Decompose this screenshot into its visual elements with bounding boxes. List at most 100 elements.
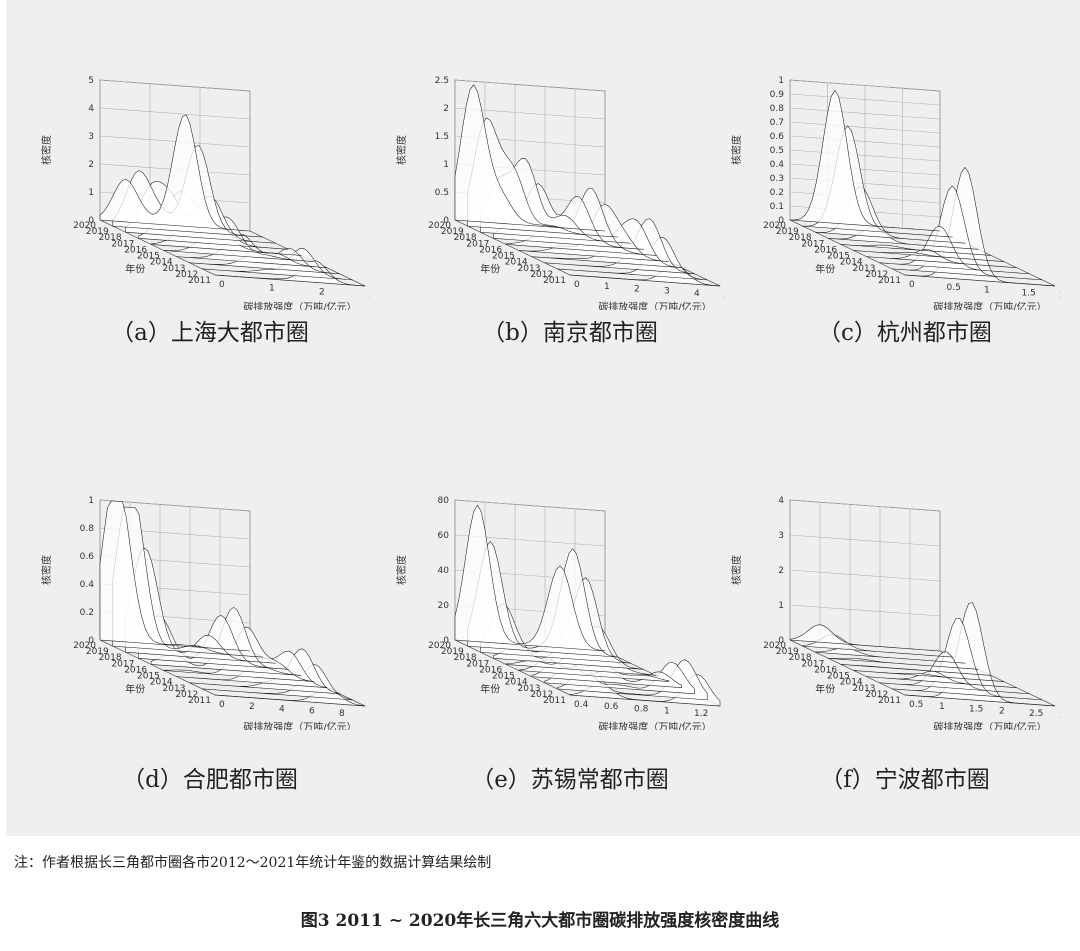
z-tick-label: 0.2	[80, 608, 94, 618]
year-tick-label: 2019	[441, 647, 464, 657]
year-tick-label: 2018	[789, 653, 812, 663]
z-tick-label: 0.4	[80, 580, 95, 590]
year-tick-label: 2018	[454, 233, 477, 243]
density-surface	[99, 114, 366, 287]
z-tick-label: 0.3	[770, 174, 784, 184]
year-tick-label: 2015	[827, 672, 850, 682]
density-curve-2020	[789, 624, 941, 652]
x-tick-label: 0.5	[909, 700, 923, 710]
year-tick-label: 2013	[163, 684, 186, 694]
density-curve-2020	[454, 504, 606, 652]
year-tick-label: 2016	[124, 665, 147, 675]
year-tick-label: 2011	[878, 696, 901, 706]
density-curve-2018	[125, 547, 276, 664]
year-tick-label: 2017	[111, 239, 134, 249]
z-axis-label: 核密度	[730, 135, 743, 165]
z-tick-label: 0.2	[770, 188, 784, 198]
tick-labels: 0123450123202020192018201720162015201420…	[73, 76, 370, 301]
z-tick-label: 3	[778, 531, 784, 541]
year-tick-label: 2020	[428, 641, 451, 651]
year-tick-label: 2019	[86, 227, 109, 237]
z-gridline	[99, 107, 251, 120]
year-tick-label: 2019	[776, 647, 799, 657]
z-tick-label: 0.1	[770, 202, 784, 212]
z-tick-label: 0.9	[770, 90, 785, 100]
year-tick-label: 2012	[530, 690, 553, 700]
x-tick-label: 1	[269, 284, 275, 294]
z-tick-label: 5	[88, 76, 94, 86]
year-tick-label: 2017	[801, 239, 824, 249]
density-curve-2020	[789, 89, 941, 232]
z-tick-label: 0.4	[770, 160, 785, 170]
year-tick-label: 2017	[111, 659, 134, 669]
x-tick-label: 5	[724, 291, 725, 301]
z-gridline	[789, 499, 941, 512]
year-axis-label: 年份	[815, 262, 835, 275]
year-tick-label: 2012	[865, 690, 888, 700]
x-tick-label: 6	[309, 707, 315, 717]
x-tick-label: 1.2	[694, 709, 708, 719]
x-tick-label: 0	[219, 280, 225, 290]
tick-labels: 00.10.20.30.40.50.60.70.80.9100.511.5220…	[763, 76, 1060, 301]
year-tick-label: 2017	[466, 239, 489, 249]
density-surface	[789, 602, 1056, 707]
density-curve-2013	[879, 225, 1030, 275]
year-tick-label: 2017	[466, 659, 489, 669]
year-tick-label: 2013	[853, 684, 876, 694]
density-curve-2017	[828, 657, 979, 670]
density-curve-2016	[840, 244, 992, 256]
axes-box	[789, 499, 1056, 707]
z-axis-label: 核密度	[40, 555, 53, 585]
z-tick-label: 0	[443, 636, 449, 646]
x-tick-label: 8	[339, 709, 345, 719]
density-surface	[454, 84, 721, 287]
z-tick-label: 0	[88, 636, 94, 646]
z-axis-label: 核密度	[40, 135, 53, 165]
z-tick-label: 3	[88, 132, 94, 142]
z-tick-label: 80	[438, 496, 450, 506]
year-tick-label: 2015	[492, 672, 515, 682]
z-tick-label: 40	[438, 566, 450, 576]
x-tick-label: 4	[279, 704, 285, 714]
year-axis-label: 年份	[125, 682, 145, 695]
x-axis-label: 碳排放强度（万吨/亿元）	[598, 301, 711, 311]
x-tick-label: 3	[369, 291, 370, 301]
year-tick-label: 2020	[763, 641, 786, 651]
x-tick-label: 10	[369, 711, 370, 721]
year-tick-label: 2016	[479, 665, 502, 675]
panel-caption-a: （a）上海大都市圈	[111, 320, 309, 346]
year-tick-label: 2012	[865, 270, 888, 280]
tick-labels: 00.511.522.50123452020201920182017201620…	[428, 76, 725, 301]
year-tick-label: 2016	[814, 245, 837, 255]
x-axis-label: 碳排放强度（万吨/亿元）	[933, 721, 1046, 731]
z-tick-label: 0.8	[770, 104, 785, 114]
z-gridline	[789, 534, 941, 547]
x-tick-label: 2	[249, 702, 255, 712]
z-gridline	[789, 604, 941, 617]
year-tick-label: 2012	[530, 270, 553, 280]
z-tick-label: 2	[778, 566, 784, 576]
year-tick-label: 2015	[137, 672, 160, 682]
x-axis-label: 碳排放强度（万吨/亿元）	[243, 721, 356, 731]
z-tick-label: 0.6	[770, 132, 785, 142]
x-tick-label: 0	[574, 280, 580, 290]
z-tick-label: 0.7	[770, 118, 784, 128]
z-gridline	[789, 569, 941, 582]
x-tick-label: 1.5	[969, 704, 983, 714]
z-gridline	[99, 135, 251, 148]
year-tick-label: 2012	[175, 690, 198, 700]
year-tick-label: 2019	[776, 227, 799, 237]
panel-caption-c: （c）杭州都市圈	[818, 320, 992, 346]
z-tick-label: 60	[438, 531, 450, 541]
density-surface	[99, 500, 366, 707]
x-tick-label: 3	[1059, 711, 1060, 721]
density-curve-2014	[866, 670, 1017, 688]
density-curve-2015	[853, 670, 1004, 682]
x-tick-label: 0.4	[574, 700, 589, 710]
year-tick-label: 2020	[763, 221, 786, 231]
year-tick-label: 2013	[853, 264, 876, 274]
surface-plot-c: 00.10.20.30.40.50.60.70.80.9100.511.5220…	[730, 76, 1060, 310]
year-tick-label: 2016	[479, 245, 502, 255]
z-tick-label: 1	[443, 160, 449, 170]
tick-labels: 00.20.40.60.8102468102020201920182017201…	[73, 496, 370, 721]
